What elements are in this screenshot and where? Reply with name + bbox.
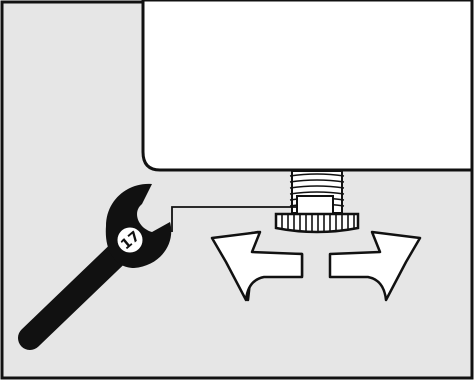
wrench-size-badge <box>116 226 144 254</box>
foot-adjuster-ring <box>274 212 360 234</box>
leader-line <box>171 206 298 232</box>
wrench-icon: 17 <box>18 183 172 350</box>
curved-arrow-left-body <box>210 230 304 302</box>
appliance-body <box>141 0 474 172</box>
ring-knurling <box>281 215 355 233</box>
curved-arrow-right-body <box>328 230 422 302</box>
leveling-foot <box>274 170 360 234</box>
